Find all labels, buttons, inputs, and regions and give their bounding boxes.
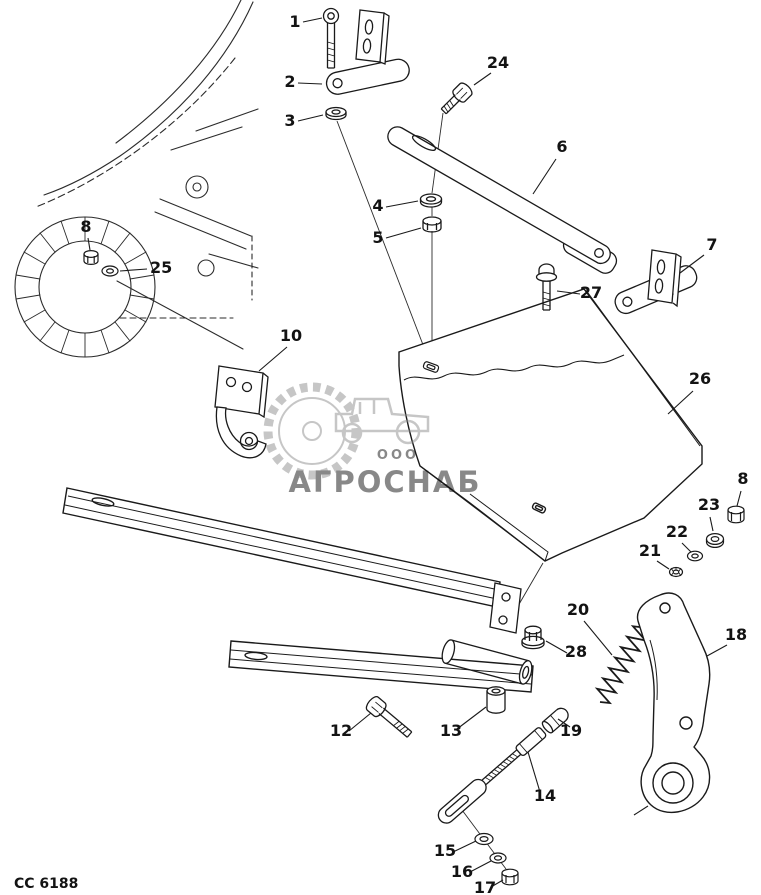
part-8-nut-left bbox=[83, 250, 99, 265]
watermark-org-form: ООО bbox=[377, 448, 419, 463]
callout-12-label: 12 bbox=[330, 721, 352, 740]
callout-24: 24 bbox=[473, 53, 509, 86]
callout-22: 22 bbox=[666, 522, 692, 553]
callouts: 1 2 3 24 6 4 5 7 27 8 25 10 26 8 23 22 2… bbox=[80, 12, 748, 895]
callout-8-right: 8 bbox=[736, 469, 749, 507]
callout-15: 15 bbox=[434, 840, 477, 860]
part-3-washer bbox=[325, 106, 347, 121]
part-6-strap bbox=[387, 126, 618, 274]
callout-19-label: 19 bbox=[560, 721, 582, 740]
part-1-bolt bbox=[322, 7, 340, 69]
part-8-nut-right bbox=[727, 505, 745, 524]
watermark-company: АГРОСНАБ bbox=[289, 465, 482, 499]
part-18-lever bbox=[633, 592, 711, 816]
callout-5-label: 5 bbox=[372, 228, 383, 247]
callout-6-label: 6 bbox=[556, 137, 567, 156]
frame-bar-lower bbox=[228, 640, 534, 693]
callout-8-right-label: 8 bbox=[737, 469, 748, 488]
part-16-washer bbox=[489, 852, 507, 864]
callout-10-label: 10 bbox=[280, 326, 302, 345]
callout-6: 6 bbox=[532, 137, 568, 195]
callout-7-label: 7 bbox=[706, 235, 717, 254]
part-2-anchor-plate bbox=[325, 9, 410, 95]
part-20-spring bbox=[594, 625, 648, 705]
watermark: ООО АГРОСНАБ bbox=[263, 382, 482, 499]
callout-25: 25 bbox=[119, 258, 172, 277]
panel-slot bbox=[531, 502, 547, 514]
part-5-nut bbox=[422, 216, 442, 233]
callout-1: 1 bbox=[289, 12, 323, 31]
part-17-nut bbox=[501, 868, 519, 886]
callout-24-label: 24 bbox=[487, 53, 509, 72]
mounting-pointer-line bbox=[116, 280, 244, 350]
tire-hatching bbox=[15, 216, 155, 358]
callout-25-label: 25 bbox=[150, 258, 172, 277]
part-23-washer bbox=[705, 532, 725, 548]
part-25-washer bbox=[101, 265, 119, 277]
part-27-bolt bbox=[535, 263, 558, 311]
part-21-lock-washer bbox=[668, 566, 684, 578]
callout-14-label: 14 bbox=[534, 786, 556, 805]
callout-23: 23 bbox=[698, 495, 720, 532]
machine-context-sketch bbox=[14, 0, 259, 358]
callout-20-label: 20 bbox=[567, 600, 589, 619]
callout-8-left: 8 bbox=[80, 217, 92, 251]
part-12-bolt bbox=[365, 696, 413, 738]
part-14-rod bbox=[437, 727, 547, 824]
callout-27: 27 bbox=[556, 283, 602, 302]
callout-23-label: 23 bbox=[698, 495, 720, 514]
callout-4: 4 bbox=[372, 196, 419, 215]
callout-13-label: 13 bbox=[440, 721, 462, 740]
callout-15-label: 15 bbox=[434, 841, 456, 860]
part-26-guard-panel bbox=[398, 288, 703, 562]
callout-3: 3 bbox=[284, 111, 324, 130]
frame-link-plate bbox=[489, 582, 522, 634]
callout-16: 16 bbox=[451, 860, 492, 881]
callout-28: 28 bbox=[545, 640, 587, 661]
callout-27-label: 27 bbox=[580, 283, 602, 302]
frame-bar-upper bbox=[62, 487, 501, 608]
callout-12: 12 bbox=[330, 712, 372, 740]
callout-17: 17 bbox=[474, 878, 504, 895]
callout-18-label: 18 bbox=[725, 625, 747, 644]
callout-17-label: 17 bbox=[474, 878, 496, 895]
callout-20: 20 bbox=[567, 600, 613, 656]
callout-28-label: 28 bbox=[565, 642, 587, 661]
callout-18: 18 bbox=[706, 625, 747, 657]
frame-slot-detail bbox=[422, 361, 440, 373]
callout-4-label: 4 bbox=[372, 196, 383, 215]
callout-22-label: 22 bbox=[666, 522, 688, 541]
callout-26: 26 bbox=[667, 369, 711, 415]
callout-13: 13 bbox=[440, 706, 487, 740]
callout-2: 2 bbox=[284, 72, 323, 91]
callout-10: 10 bbox=[258, 326, 302, 372]
callout-2-label: 2 bbox=[284, 72, 295, 91]
callout-5: 5 bbox=[372, 227, 422, 247]
part-22-washer bbox=[686, 550, 704, 562]
part-10-bracket bbox=[214, 365, 269, 459]
callout-19: 19 bbox=[557, 718, 582, 740]
callout-21: 21 bbox=[639, 541, 670, 570]
watermark-tractor-icon bbox=[334, 397, 430, 445]
drawing-code: CC 6188 bbox=[14, 876, 78, 892]
part-15-washer bbox=[474, 832, 494, 846]
part-7-bracket bbox=[614, 249, 698, 315]
pivot-tube bbox=[441, 639, 533, 685]
part-28-flange-nut bbox=[521, 625, 545, 650]
callout-26-label: 26 bbox=[689, 369, 711, 388]
callout-21-label: 21 bbox=[639, 541, 661, 560]
callout-16-label: 16 bbox=[451, 862, 473, 881]
callout-7: 7 bbox=[679, 235, 718, 274]
callout-8-left-label: 8 bbox=[80, 217, 91, 236]
part-13-bushing bbox=[486, 686, 506, 714]
callout-1-label: 1 bbox=[289, 12, 300, 31]
part-4-washer bbox=[419, 193, 443, 208]
callout-14: 14 bbox=[527, 751, 556, 805]
callout-3-label: 3 bbox=[284, 111, 295, 130]
part-24-bolt bbox=[440, 82, 473, 115]
